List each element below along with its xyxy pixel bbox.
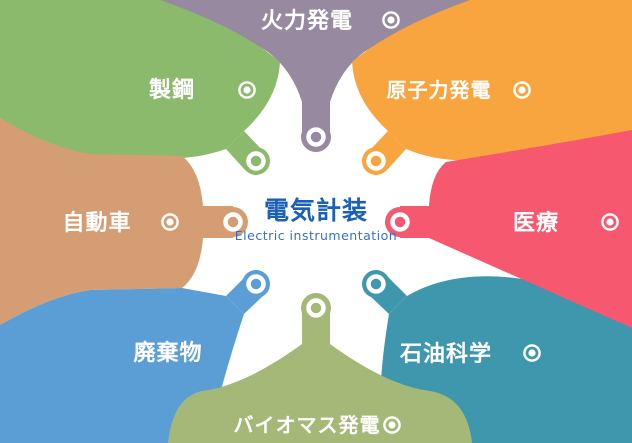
sector-thermal-power-label: 火力発電 — [261, 9, 353, 34]
sector-medical-tip — [385, 207, 415, 237]
center-hub: 電気計装 Electric instrumentation — [235, 196, 397, 243]
sector-nuclear-power-tip — [362, 147, 390, 175]
ring-icon — [390, 212, 410, 232]
sector-steel-tip — [242, 147, 270, 175]
sector-automobile-label: 自動車 — [62, 210, 131, 236]
double-circle-icon — [382, 11, 400, 29]
sector-petrochemistry-label: 石油科学 — [399, 341, 492, 367]
double-circle-icon — [239, 344, 257, 362]
double-circle-icon — [383, 416, 401, 434]
sector-medical-label: 医療 — [513, 210, 559, 236]
sector-biomass-power: バイオマス発電 — [168, 293, 472, 443]
sector-steel: 製鋼 — [0, 0, 280, 175]
sector-medical-shape — [400, 130, 632, 328]
ring-icon — [366, 274, 386, 294]
sector-thermal-power: 火力発電 — [152, 0, 480, 152]
sector-biomass-power-tip — [301, 293, 331, 323]
double-circle-icon — [601, 213, 619, 231]
ring-icon — [306, 298, 326, 318]
sector-nuclear-power-shape — [352, 0, 632, 161]
double-circle-icon — [513, 81, 531, 99]
sector-thermal-power-tip — [301, 122, 331, 152]
double-circle-icon — [161, 213, 179, 231]
ring-icon — [246, 151, 266, 171]
center-title: 電気計装 — [264, 196, 368, 225]
sector-nuclear-power-label: 原子力発電 — [387, 78, 492, 102]
sector-automobile-tip — [218, 207, 248, 237]
ring-icon — [306, 127, 326, 147]
sector-waste-tip — [242, 270, 270, 298]
center-subtitle: Electric instrumentation — [235, 228, 397, 243]
sector-automobile: 自動車 — [0, 118, 248, 325]
sector-nuclear-power: 原子力発電 — [352, 0, 632, 175]
double-circle-icon — [238, 81, 256, 99]
sector-steel-shape — [0, 0, 280, 159]
double-circle-icon — [523, 344, 541, 362]
sector-automobile-shape — [0, 118, 233, 325]
sector-petrochemistry-tip — [362, 270, 390, 298]
sector-biomass-power-label: バイオマス発電 — [234, 413, 381, 437]
sector-steel-label: 製鋼 — [148, 77, 195, 103]
sector-medical: 医療 — [385, 130, 632, 328]
sector-waste-label: 廃棄物 — [133, 340, 202, 366]
sector-thermal-power-shape — [152, 0, 480, 138]
ring-icon — [246, 274, 266, 294]
ring-icon — [366, 151, 386, 171]
ring-icon — [223, 212, 243, 232]
